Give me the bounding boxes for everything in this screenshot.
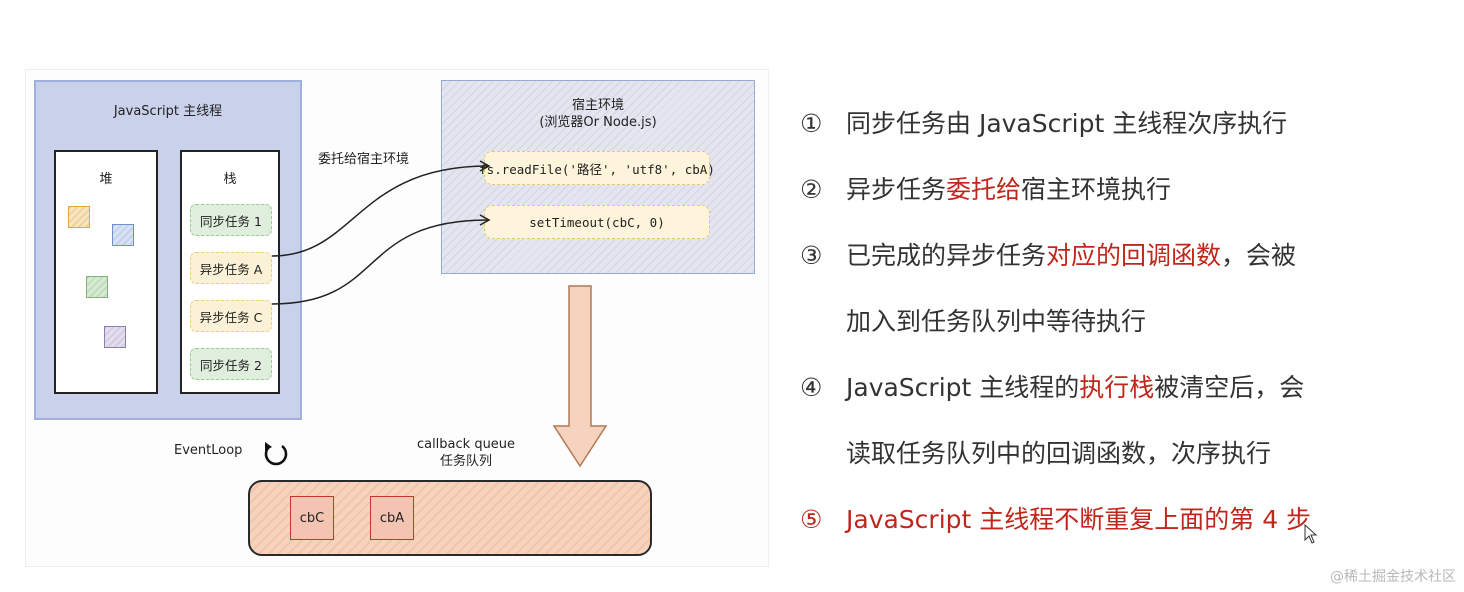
- heap-object: [68, 206, 90, 228]
- step-number: ④: [800, 373, 823, 402]
- step-text: 已完成的异步任务: [846, 241, 1047, 270]
- step-text: 宿主环境执行: [1021, 175, 1172, 204]
- step-number: ②: [800, 175, 823, 204]
- queue-title-line2: 任务队列: [439, 454, 492, 469]
- step-1: ① 同步任务由 JavaScript 主线程次序执行: [800, 104, 1287, 140]
- arrow-async-a-to-readfile: [271, 165, 489, 257]
- step-highlight: 对应的回调函数: [1046, 241, 1222, 270]
- eventloop-cycle-icon: [264, 442, 288, 466]
- callback-queue: cbC cbA: [248, 480, 652, 556]
- stack-box: 栈 同步任务 1 异步任务 A 异步任务 C 同步任务 2: [180, 150, 280, 394]
- event-loop-diagram: JavaScript 主线程 堆 栈 同步任务 1 异步任务 A 异步任务 C …: [26, 70, 768, 566]
- step-text: JavaScript 主线程不断重复上面的第 4 步: [846, 505, 1312, 534]
- mouse-cursor-icon: [1304, 524, 1318, 544]
- step-text: 异步任务: [846, 175, 947, 204]
- step-text: 加入到任务队列中等待执行: [846, 307, 1147, 336]
- api-fs-readfile: fs.readFile('路径', 'utf8', cbA): [479, 151, 715, 185]
- stack-task-sync-2: 同步任务 2: [190, 348, 272, 380]
- queue-title-line1: callback queue: [416, 437, 516, 452]
- js-main-thread-box: JavaScript 主线程 堆 栈 同步任务 1 异步任务 A 异步任务 C …: [34, 80, 302, 420]
- queue-item-cbc: cbC: [290, 496, 334, 540]
- step-text: 同步任务由 JavaScript 主线程次序执行: [846, 109, 1288, 138]
- step-2: ② 异步任务委托给宿主环境执行: [800, 170, 1171, 206]
- step-number: ⑤: [800, 505, 823, 534]
- stack-label: 栈: [223, 172, 237, 187]
- eventloop-label: EventLoop: [174, 443, 243, 458]
- step-text: 被清空后，会: [1154, 373, 1305, 402]
- step-3-continued: 加入到任务队列中等待执行: [846, 302, 1146, 338]
- heap-object: [86, 276, 108, 298]
- step-3: ③ 已完成的异步任务对应的回调函数，会被: [800, 236, 1296, 272]
- stack-task-async-c: 异步任务 C: [190, 300, 272, 332]
- watermark: @稀土掘金技术社区: [1330, 569, 1456, 585]
- step-text: 读取任务队列中的回调函数，次序执行: [846, 439, 1272, 468]
- js-main-thread-title: JavaScript 主线程: [113, 104, 223, 119]
- arrowhead-settimeout: [479, 214, 491, 226]
- queue-item-cba: cbA: [370, 496, 414, 540]
- step-number: ③: [800, 241, 823, 270]
- step-text: JavaScript 主线程的: [846, 373, 1080, 402]
- step-text: ，会被: [1221, 241, 1297, 270]
- arrowhead-readfile: [479, 160, 491, 172]
- callback-queue-title: callback queue 任务队列: [386, 436, 546, 470]
- host-title-line1: 宿主环境: [571, 98, 624, 113]
- heap-object: [112, 224, 134, 246]
- stack-task-sync-1: 同步任务 1: [190, 204, 272, 236]
- step-number: ①: [800, 109, 823, 138]
- down-arrow-to-queue: [552, 285, 608, 468]
- host-title-line2: (浏览器Or Node.js): [539, 115, 657, 130]
- arrow-async-c-to-settimeout: [271, 219, 489, 305]
- diagram-arrows: [271, 160, 608, 468]
- api-settimeout: setTimeout(cbC, 0): [484, 205, 710, 239]
- host-environment-box: 宿主环境 (浏览器Or Node.js) fs.readFile('路径', '…: [441, 80, 755, 274]
- host-environment-title: 宿主环境 (浏览器Or Node.js): [442, 97, 754, 131]
- heap-label: 堆: [99, 172, 113, 187]
- step-highlight: 执行栈: [1079, 373, 1155, 402]
- delegate-label: 委托给宿主环境: [318, 152, 410, 167]
- heap-object: [104, 326, 126, 348]
- heap-box: 堆: [54, 150, 158, 394]
- step-highlight: 委托给: [946, 175, 1022, 204]
- stack-task-async-a: 异步任务 A: [190, 252, 272, 284]
- step-4: ④ JavaScript 主线程的执行栈被清空后，会: [800, 368, 1304, 404]
- step-4-continued: 读取任务队列中的回调函数，次序执行: [846, 434, 1271, 470]
- step-5: ⑤ JavaScript 主线程不断重复上面的第 4 步: [800, 500, 1311, 536]
